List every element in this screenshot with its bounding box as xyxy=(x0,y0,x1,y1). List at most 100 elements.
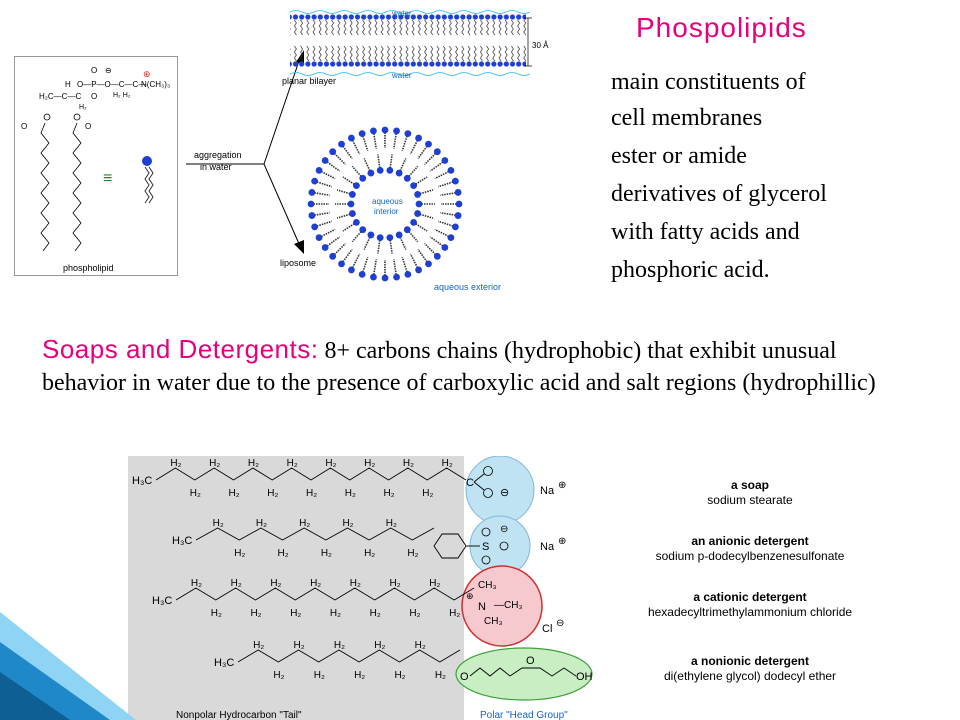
lipid-head xyxy=(311,177,319,185)
soap-counterion-charge-icon: ⊕ xyxy=(558,480,566,491)
methylene-label: H₂ xyxy=(386,518,397,529)
lipid-head xyxy=(359,226,367,234)
phospholipid-structure-panel: O ⊖ ⊕ H O—P—O—C—C— N(CH₃)₃ H₂ H₂ H₂C—C—C… xyxy=(14,56,178,276)
slide-corner-decoration xyxy=(0,612,136,720)
lipid-head xyxy=(348,134,355,142)
methylene-label: H₂ xyxy=(394,670,405,681)
lipid-head xyxy=(441,244,449,251)
lipid-head xyxy=(447,234,455,241)
hydrocarbon-chain xyxy=(175,587,475,601)
methyl-right: —CH₃ xyxy=(494,600,523,611)
phospholipid-structure-diagram: O ⊖ ⊕ H O—P—O—C—C— N(CH₃)₃ H₂ H₂ H₂C—C—C… xyxy=(21,66,170,273)
soap-counterion: Na xyxy=(540,485,555,497)
lipid-head xyxy=(447,167,455,174)
lipid-head xyxy=(358,270,366,278)
methylene-label: H₂ xyxy=(170,458,181,469)
lipid-head xyxy=(395,231,403,239)
phospholipid-label: phospholipid xyxy=(63,263,114,273)
methylene-label: H₂ xyxy=(364,458,375,469)
methylene-label: H₂ xyxy=(209,458,220,469)
lipid-head xyxy=(386,166,394,174)
liposome-diagram: liposome aqueous interior aqueous exteri… xyxy=(280,126,501,292)
lipid-head xyxy=(315,167,323,174)
methylene-label: H₂ xyxy=(350,578,361,589)
bullet-line-6: phosphoric acid. xyxy=(611,257,770,283)
cation-plus-icon: ⊕ xyxy=(466,591,474,601)
methylene-label: H₂ xyxy=(321,548,332,559)
methylene-label: H₂ xyxy=(231,578,242,589)
methylene-label: H₂ xyxy=(191,578,202,589)
lipid-head xyxy=(393,273,400,281)
ester-o-right: O xyxy=(85,122,91,131)
methyl-end: H₃C xyxy=(132,475,152,487)
soap-c-atom: C xyxy=(466,477,474,489)
lipid-head xyxy=(414,210,422,217)
lipid-head xyxy=(376,166,384,174)
nonionic-title: a nonionic detergent xyxy=(690,654,809,668)
cationic-head-circle xyxy=(461,565,543,647)
cationic-subtitle: hexadecyltrimethylammonium chloride xyxy=(647,605,853,619)
minus-icon: ⊖ xyxy=(105,66,112,75)
lipid-head xyxy=(410,182,418,190)
anionic-minus-icon: ⊖ xyxy=(500,524,508,535)
formula-glycerol: H₂C—C—C xyxy=(39,92,81,101)
bullet-line-1: main constituents of xyxy=(611,69,806,95)
methylene-label: H₂ xyxy=(325,458,336,469)
methylene-label: H₂ xyxy=(229,488,240,499)
lipid-head xyxy=(308,189,316,196)
formula-h2-h2: H₂ H₂ xyxy=(113,92,131,99)
lipid-head xyxy=(381,126,389,134)
methylene-label: H₂ xyxy=(407,548,418,559)
lipid-head xyxy=(321,157,329,164)
lipid-head xyxy=(359,174,367,182)
lipid-head xyxy=(386,234,394,242)
lipid-head xyxy=(393,127,400,135)
headgroup-ball-icon xyxy=(142,156,152,166)
formula-h: H xyxy=(65,80,71,89)
plus-icon: ⊕ xyxy=(143,69,151,79)
formula-headgroup: N(CH₃)₃ xyxy=(141,80,170,89)
head-group-label: Polar "Head Group" xyxy=(480,710,568,720)
lipid-head xyxy=(329,252,337,260)
soaps-text: 8+ carbons chains (hydrophobic) that exh… xyxy=(42,338,876,396)
lipid-head xyxy=(352,182,360,190)
lipid-head xyxy=(425,260,432,268)
methylene-label: H₂ xyxy=(334,640,345,651)
water-bottom-label: water xyxy=(391,71,412,80)
lipid-head xyxy=(367,169,375,177)
methylene-label: H₂ xyxy=(278,548,289,559)
nonionic-head-ellipse xyxy=(455,647,593,701)
methylene-label: H₂ xyxy=(342,518,353,529)
detergent-structures: H₃CH₂H₂H₂H₂H₂H₂H₂H₂H₂H₂H₂H₂H₂H₂H₂H₃CH₂H₂… xyxy=(132,456,593,720)
methylene-label: H₂ xyxy=(354,670,365,681)
aggregation-label-line1: aggregation xyxy=(194,150,242,160)
lipid-head xyxy=(381,274,389,282)
methylene-label: H₂ xyxy=(370,608,381,619)
planar-bilayer-diagram: water water planar bilayer 30 Å xyxy=(282,6,553,86)
bullet-line-4: derivatives of glycerol xyxy=(611,181,827,207)
methyl-top: CH₃ xyxy=(478,580,497,591)
bullet-line-3: ester or amide xyxy=(611,143,747,169)
methylene-label: H₂ xyxy=(213,518,224,529)
lipid-head xyxy=(404,270,412,278)
lipid-head xyxy=(410,218,418,226)
methylene-label: H₂ xyxy=(314,670,325,681)
methylene-label: H₂ xyxy=(364,548,375,559)
equivalence-icon: ≡ xyxy=(103,170,112,187)
methylene-label: H₂ xyxy=(211,608,222,619)
formula-h2: H₂ xyxy=(79,104,87,111)
soap-title: a soap xyxy=(730,478,769,492)
aqueous-interior-label-2: interior xyxy=(374,207,399,216)
slide-title: Phospolipids xyxy=(636,12,807,43)
lipid-head xyxy=(451,223,459,231)
methylene-label: H₂ xyxy=(287,458,298,469)
methylene-label: H₂ xyxy=(299,518,310,529)
thickness-label: 30 Å xyxy=(532,41,549,50)
bullet-line-2: cell membranes xyxy=(611,105,763,131)
anionic-counterion: Na xyxy=(540,541,555,553)
cationic-title: a cationic detergent xyxy=(693,590,807,604)
lipid-head xyxy=(403,174,411,182)
methylene-label: H₂ xyxy=(345,488,356,499)
nonionic-subtitle: di(ethylene glycol) dodecyl ether xyxy=(663,669,837,683)
liposome-inner-leaflet xyxy=(335,154,435,254)
